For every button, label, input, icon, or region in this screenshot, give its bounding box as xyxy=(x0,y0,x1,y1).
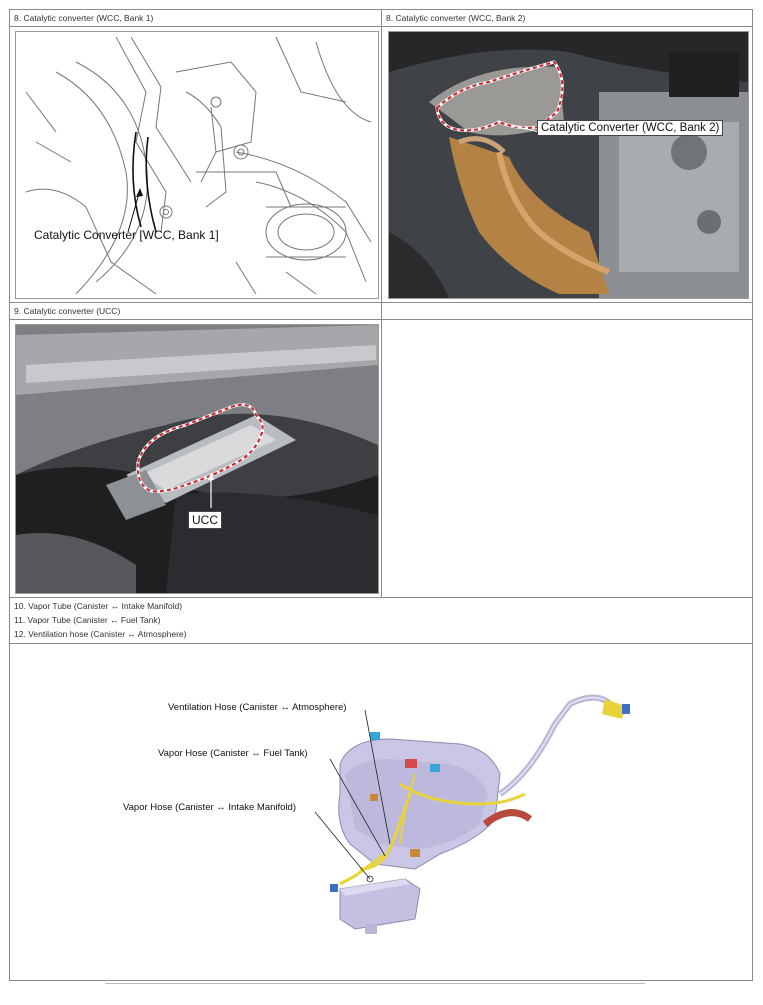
document-sheet: 8. Catalytic converter (WCC, Bank 1) 8. … xyxy=(9,9,753,996)
empty-header xyxy=(381,302,753,320)
vapor-item-10: 10. Vapor Tube (Canister ↔ Intake Manifo… xyxy=(14,601,183,611)
parts-table: 8. Catalytic converter (WCC, Bank 1) 8. … xyxy=(9,9,753,981)
intake-vapor-hose-callout: Vapor Hose (Canister ↔ Intake Manifold) xyxy=(123,802,297,813)
wcc-bank2-callout: Catalytic Converter (WCC, Bank 2) xyxy=(537,120,724,136)
fuel-tank-diagram: Ventilation Hose (Canister ↔ Atmosphere)… xyxy=(10,644,751,981)
wcc-bank1-line-drawing: Catalytic Converter [WCC, Bank 1] xyxy=(15,31,379,299)
empty-cell xyxy=(381,319,753,598)
fuel-tank-diagram-cell: Ventilation Hose (Canister ↔ Atmosphere)… xyxy=(9,643,753,981)
ucc-header: 9. Catalytic converter (UCC) xyxy=(9,302,382,320)
ventilation-hose-callout: Ventilation Hose (Canister ↔ Atmosphere) xyxy=(168,702,347,713)
wcc-bank1-header: 8. Catalytic converter (WCC, Bank 1) xyxy=(9,9,382,27)
wcc-bank2-photo: Catalytic Converter (WCC, Bank 2) xyxy=(388,31,749,299)
ucc-cell: UCC xyxy=(9,319,382,598)
ucc-photo: UCC xyxy=(15,324,379,594)
vapor-item-12: 12. Ventilation hose (Canister ↔ Atmosph… xyxy=(14,629,187,639)
ucc-callout: UCC xyxy=(188,511,222,529)
fuel-tank-vapor-hose-callout: Vapor Hose (Canister ↔ Fuel Tank) xyxy=(158,748,308,759)
wcc-bank2-header: 8. Catalytic converter (WCC, Bank 2) xyxy=(381,9,753,27)
vapor-item-11: 11. Vapor Tube (Canister ↔ Fuel Tank) xyxy=(14,615,161,625)
wcc-bank2-cell: Catalytic Converter (WCC, Bank 2) xyxy=(381,26,753,303)
wcc-bank1-callout: Catalytic Converter [WCC, Bank 1] xyxy=(34,228,219,242)
footer-rule xyxy=(105,983,645,984)
vapor-items-header: 10. Vapor Tube (Canister ↔ Intake Manifo… xyxy=(9,597,753,644)
wcc-bank1-cell: Catalytic Converter [WCC, Bank 1] xyxy=(9,26,382,303)
